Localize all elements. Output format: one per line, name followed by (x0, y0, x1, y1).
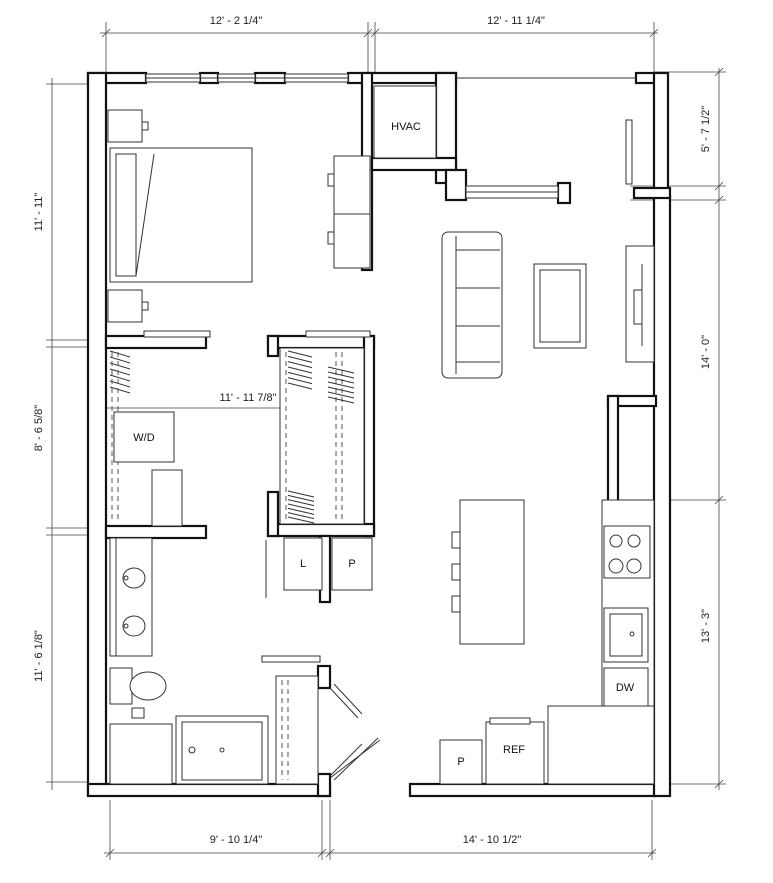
dim-interior: 11' - 11 7/8" (220, 392, 277, 404)
sofa (441, 231, 503, 379)
hanger-mark (327, 371, 355, 379)
ref-label: REF (503, 744, 525, 756)
tv-console (625, 245, 655, 363)
hanger-mark (287, 361, 313, 369)
hanger-mark (109, 368, 131, 376)
hanger-mark (109, 374, 131, 382)
hanger-mark (287, 490, 315, 498)
linen-label: L (300, 558, 306, 570)
doors (265, 540, 381, 781)
dim-bottom-left: 9' - 10 1/4" (210, 834, 263, 846)
dishwasher: DW (603, 667, 649, 707)
hall-pantry: P (331, 537, 373, 591)
hall-pantry-label: P (348, 558, 355, 570)
windows (145, 73, 636, 199)
hanger-mark (327, 366, 355, 374)
hanger-mark (287, 366, 313, 374)
washer-dryer: W/D (113, 411, 175, 463)
hanger-mark (327, 376, 355, 384)
hvac-label: HVAC (391, 121, 421, 133)
hanger-mark (327, 381, 355, 389)
bed (109, 147, 253, 283)
hanger-mark (287, 503, 315, 511)
hanger-mark (327, 386, 355, 394)
kitchen-pantry: P (439, 739, 483, 785)
walk-in-closet (279, 347, 365, 525)
kitchen-sink (603, 607, 649, 663)
kitchen-island (451, 499, 525, 645)
dim-left-top: 11' - 11" (33, 193, 45, 232)
hanger-mark (109, 386, 131, 394)
hanger-mark (109, 356, 131, 364)
dim-right-bottom: 13' - 3" (700, 609, 712, 643)
hanger-mark (327, 391, 355, 399)
dim-top-left: 12' - 2 1/4" (210, 15, 263, 27)
kitchen-pantry-label: P (457, 756, 464, 768)
hall-cabinet (151, 469, 183, 527)
vanity (109, 537, 153, 657)
linen-cabinet (109, 723, 173, 785)
hanger-mark (287, 494, 315, 502)
cooktop (603, 525, 651, 579)
hanger-mark (287, 512, 315, 520)
dresser (327, 155, 371, 269)
hanger-mark (287, 350, 313, 358)
hanger-mark (109, 350, 131, 358)
refrigerator: REF (485, 717, 545, 785)
dim-left-middle: 8' - 6 5/8" (33, 405, 45, 451)
dim-right-top: 5' - 7 1/2" (700, 106, 712, 152)
dim-top-right: 12' - 11 1/4" (487, 15, 545, 27)
hanger-mark (287, 355, 313, 363)
linen-closet: L (283, 537, 323, 591)
bathtub (175, 715, 269, 785)
hanger-mark (109, 362, 131, 370)
hanger-mark (287, 371, 313, 379)
hanger-mark (287, 516, 315, 524)
dw-label: DW (616, 682, 635, 694)
hanger-mark (327, 396, 355, 404)
coffee-table (533, 263, 587, 349)
bath-closet (275, 675, 319, 785)
hanger-mark (287, 499, 315, 507)
hanger-mark (287, 507, 315, 515)
dim-right-middle: 14' - 0" (700, 335, 712, 369)
hanger-mark (287, 382, 313, 390)
hanger-mark (287, 377, 313, 385)
nightstands (107, 109, 149, 323)
dim-bottom-right: 14' - 10 1/2" (463, 834, 522, 846)
toilet (109, 667, 167, 719)
hvac-closet: HVAC (373, 85, 437, 159)
wd-label: W/D (133, 432, 154, 444)
dim-left-bottom: 11' - 6 1/8" (33, 630, 45, 682)
hanger-mark (109, 380, 131, 388)
interior-walls (104, 330, 376, 798)
